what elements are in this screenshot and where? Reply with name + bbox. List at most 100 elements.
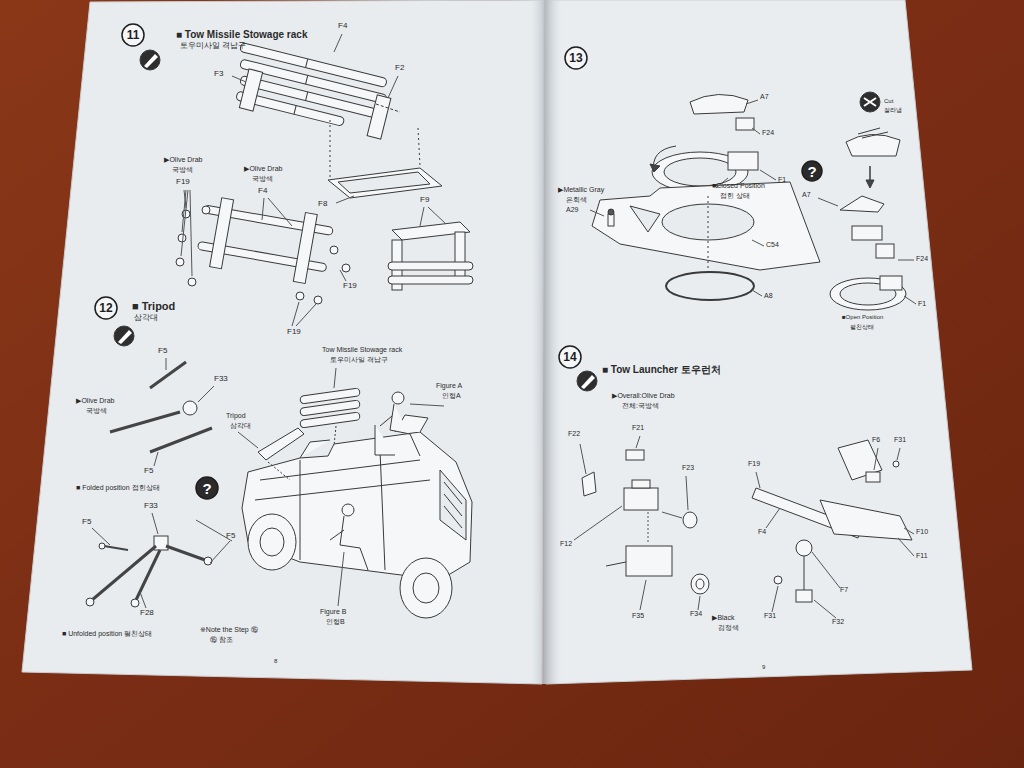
- circle-outline: [559, 346, 581, 368]
- help-marker: ?: [195, 476, 219, 500]
- step-number: 14: [558, 345, 582, 369]
- part-number: A7: [802, 191, 811, 199]
- part-number: F3: [214, 70, 223, 79]
- part-number: F34: [690, 610, 702, 618]
- step-number-text: 11: [127, 29, 140, 41]
- part-number: F5: [158, 347, 167, 356]
- circle-outline: [95, 297, 117, 319]
- note: Tripod: [226, 412, 246, 420]
- help-symbol: ?: [807, 164, 816, 179]
- part-number: F5: [82, 518, 91, 527]
- korean-note: 잘라냄: [884, 107, 902, 114]
- help-symbol: ?: [202, 481, 211, 496]
- note: ■Closed Position: [712, 182, 765, 190]
- circle-outline: [802, 161, 822, 181]
- korean-note: 접힌 상태: [720, 192, 750, 200]
- note: ▶Metallic Gray: [558, 186, 604, 194]
- note: ▶Overall:Olive Drab: [612, 392, 675, 400]
- part-number: F5: [144, 467, 153, 476]
- part-number: F19: [287, 328, 301, 337]
- step-number-text: 13: [569, 52, 582, 64]
- note: Figure B: [320, 608, 346, 616]
- step-number: 12: [94, 296, 118, 320]
- part-number: F24: [762, 129, 774, 137]
- part-number: F1: [778, 176, 786, 184]
- note: ▶Olive Drab: [76, 397, 114, 405]
- part-number: C54: [766, 241, 779, 249]
- part-number: F24: [916, 255, 928, 263]
- note: Cut: [884, 98, 893, 105]
- part-number: F2: [395, 64, 404, 73]
- step-number-text: 14: [563, 351, 576, 363]
- step-heading: ■ Tripod: [132, 300, 175, 312]
- korean-note: 인형B: [326, 618, 345, 626]
- part-number: F5: [226, 532, 235, 541]
- korean-note: 삼각대: [134, 314, 158, 323]
- note: Figure A: [436, 382, 462, 390]
- step-number-text: 12: [99, 302, 112, 314]
- illustration: [86, 34, 916, 618]
- part-number: F4: [758, 528, 766, 536]
- korean-note: 국방색: [252, 175, 273, 183]
- korean-note: 국방색: [86, 407, 107, 415]
- part-number: F7: [840, 586, 848, 594]
- part-number: F22: [568, 430, 580, 438]
- korean-note: 토우미사일 격납구: [330, 356, 388, 364]
- part-number: F33: [214, 375, 228, 384]
- part-number: F19: [176, 178, 190, 187]
- note: ■ Folded position 접힌상태: [76, 484, 160, 492]
- part-number: F33: [144, 502, 158, 511]
- step-number: 13: [564, 46, 588, 70]
- step-number: 11: [121, 23, 145, 47]
- part-number: F32: [832, 618, 844, 626]
- part-number: F28: [140, 609, 154, 618]
- part-number: A7: [760, 93, 769, 101]
- korean-note: 삼각대: [230, 422, 251, 430]
- help-marker: ?: [801, 160, 823, 182]
- gutter: [530, 0, 562, 684]
- korean-note: 검정색: [718, 624, 739, 632]
- part-number: F19: [343, 282, 357, 291]
- circle-outline: [565, 47, 587, 69]
- korean-note: 국방색: [172, 166, 193, 174]
- korean-note: 인형A: [442, 392, 461, 400]
- page-number: 8: [274, 658, 277, 665]
- part-number: F8: [318, 200, 327, 209]
- note: ▶Olive Drab: [164, 156, 202, 164]
- right-page: [546, 0, 972, 684]
- part-number: F9: [420, 196, 429, 205]
- korean-note: 토우미사일 격납구: [180, 42, 246, 51]
- left-page: [22, 0, 544, 684]
- part-number: F4: [338, 22, 347, 31]
- part-number: F11: [916, 552, 928, 560]
- circle-outline: [196, 477, 218, 499]
- part-number: A29: [566, 206, 578, 214]
- note: ■ Unfolded position 펼친상태: [62, 630, 152, 638]
- part-number: F19: [748, 460, 760, 468]
- note: ※Note the Step ⑮: [200, 626, 258, 634]
- part-number: F10: [916, 528, 928, 536]
- step-heading: ■ Tow Launcher 토우런처: [602, 364, 721, 375]
- korean-note: ⑮ 참조: [210, 636, 233, 644]
- note: ▶Black: [712, 614, 735, 622]
- page-number: 9: [762, 664, 765, 671]
- part-number: F21: [632, 424, 644, 432]
- part-number: F31: [764, 612, 776, 620]
- part-number: F12: [560, 540, 572, 548]
- part-number: F1: [918, 300, 926, 308]
- step-heading: ■ Tow Missile Stowage rack: [176, 29, 307, 40]
- part-number: A8: [764, 292, 773, 300]
- part-number: F35: [632, 612, 644, 620]
- part-number: F6: [872, 436, 880, 444]
- part-number: F31: [894, 436, 906, 444]
- korean-note: 은회색: [566, 196, 587, 204]
- korean-note: 펼친상태: [850, 324, 874, 331]
- part-number: F23: [682, 464, 694, 472]
- part-number: F4: [258, 187, 267, 196]
- korean-note: 전체:국방색: [622, 402, 659, 410]
- note: Tow Missile Stowage rack: [322, 346, 402, 354]
- note: ▶Olive Drab: [244, 165, 282, 173]
